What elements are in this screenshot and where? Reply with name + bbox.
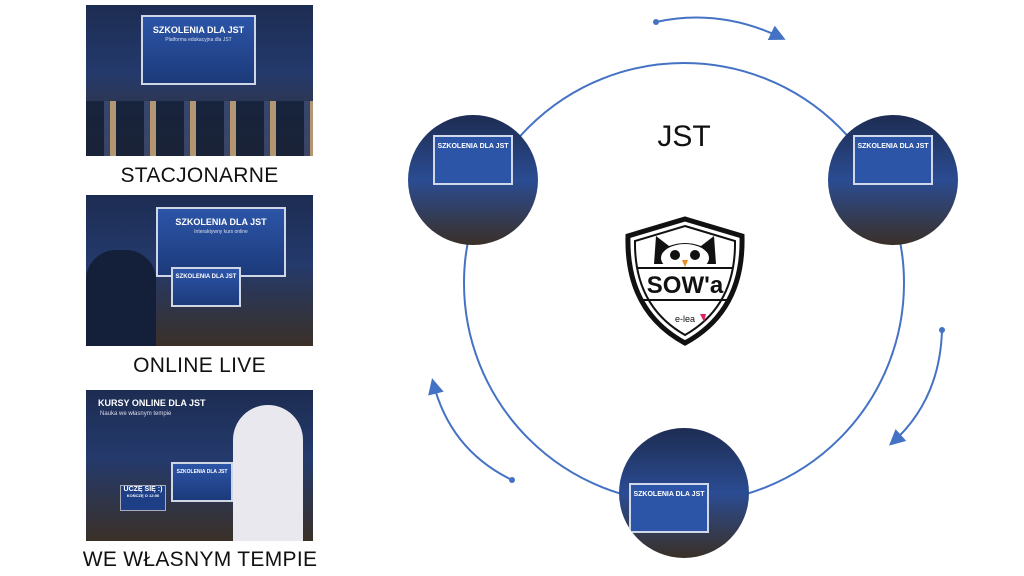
screen-title: SZKOLENIA DLA JST (433, 135, 513, 185)
arrow-left (428, 378, 513, 481)
sign-title: UCZĘ SIĘ :) (123, 486, 163, 493)
circle-photo-online: SZKOLENIA DLA JST (408, 115, 538, 245)
desk-sign: UCZĘ SIĘ :)KOŃCZĘ O 12:00 (120, 485, 166, 511)
person-silhouette (233, 405, 303, 541)
label-stacjonarne: STACJONARNE (120, 164, 279, 187)
photo-we-wlasnym-tempie: KURSY ONLINE DLA JST Nauka we własnym te… (86, 390, 313, 541)
laptop-screen: SZKOLENIA DLA JST (171, 462, 233, 502)
screen-subtitle: Interaktywny kurs online (194, 229, 248, 235)
svg-text:e-lea: e-lea (675, 314, 695, 324)
center-label: JST (657, 120, 711, 153)
screen-title: SZKOLENIA DLA JST (152, 25, 245, 35)
screen-subtitle: Platforma edukacyjna dla JST (165, 37, 232, 43)
laptop-title: SZKOLENIA DLA JST (176, 469, 228, 475)
sowa-logo: SOW'a e-lea (624, 216, 746, 346)
arrow-right (889, 329, 943, 446)
label-online-live: ONLINE LIVE (133, 354, 266, 377)
label-we-wlasnym-tempie: WE WŁASNYM TEMPIE (82, 548, 318, 571)
svg-text:SOW'a: SOW'a (647, 272, 724, 299)
sign-subtitle: KOŃCZĘ O 12:00 (126, 493, 160, 498)
presentation-screen: SZKOLENIA DLA JST Interaktywny kurs onlin… (156, 207, 286, 277)
circle-photo-stacjonarne: SZKOLENIA DLA JST (828, 115, 958, 245)
photo-stacjonarne: SZKOLENIA DLA JST Platforma edukacyjna dl… (86, 5, 313, 156)
audience (86, 101, 313, 156)
circle-photo-self-paced: SZKOLENIA DLA JST (619, 428, 749, 558)
photo-online-live: SZKOLENIA DLA JST Interaktywny kurs onlin… (86, 195, 313, 346)
person-silhouette (86, 250, 156, 346)
presentation-screen: SZKOLENIA DLA JST Platforma edukacyjna dl… (141, 15, 256, 85)
course-title: KURSY ONLINE DLA JST (98, 398, 206, 408)
screen-title: SZKOLENIA DLA JST (629, 483, 709, 533)
course-subtitle: Nauka we własnym tempie (100, 411, 172, 417)
screen-title: SZKOLENIA DLA JST (175, 217, 267, 227)
laptop-screen: SZKOLENIA DLA JST (171, 267, 241, 307)
screen-title: SZKOLENIA DLA JST (853, 135, 933, 185)
laptop-title: SZKOLENIA DLA JST (175, 274, 237, 280)
arrow-top (655, 16, 786, 40)
